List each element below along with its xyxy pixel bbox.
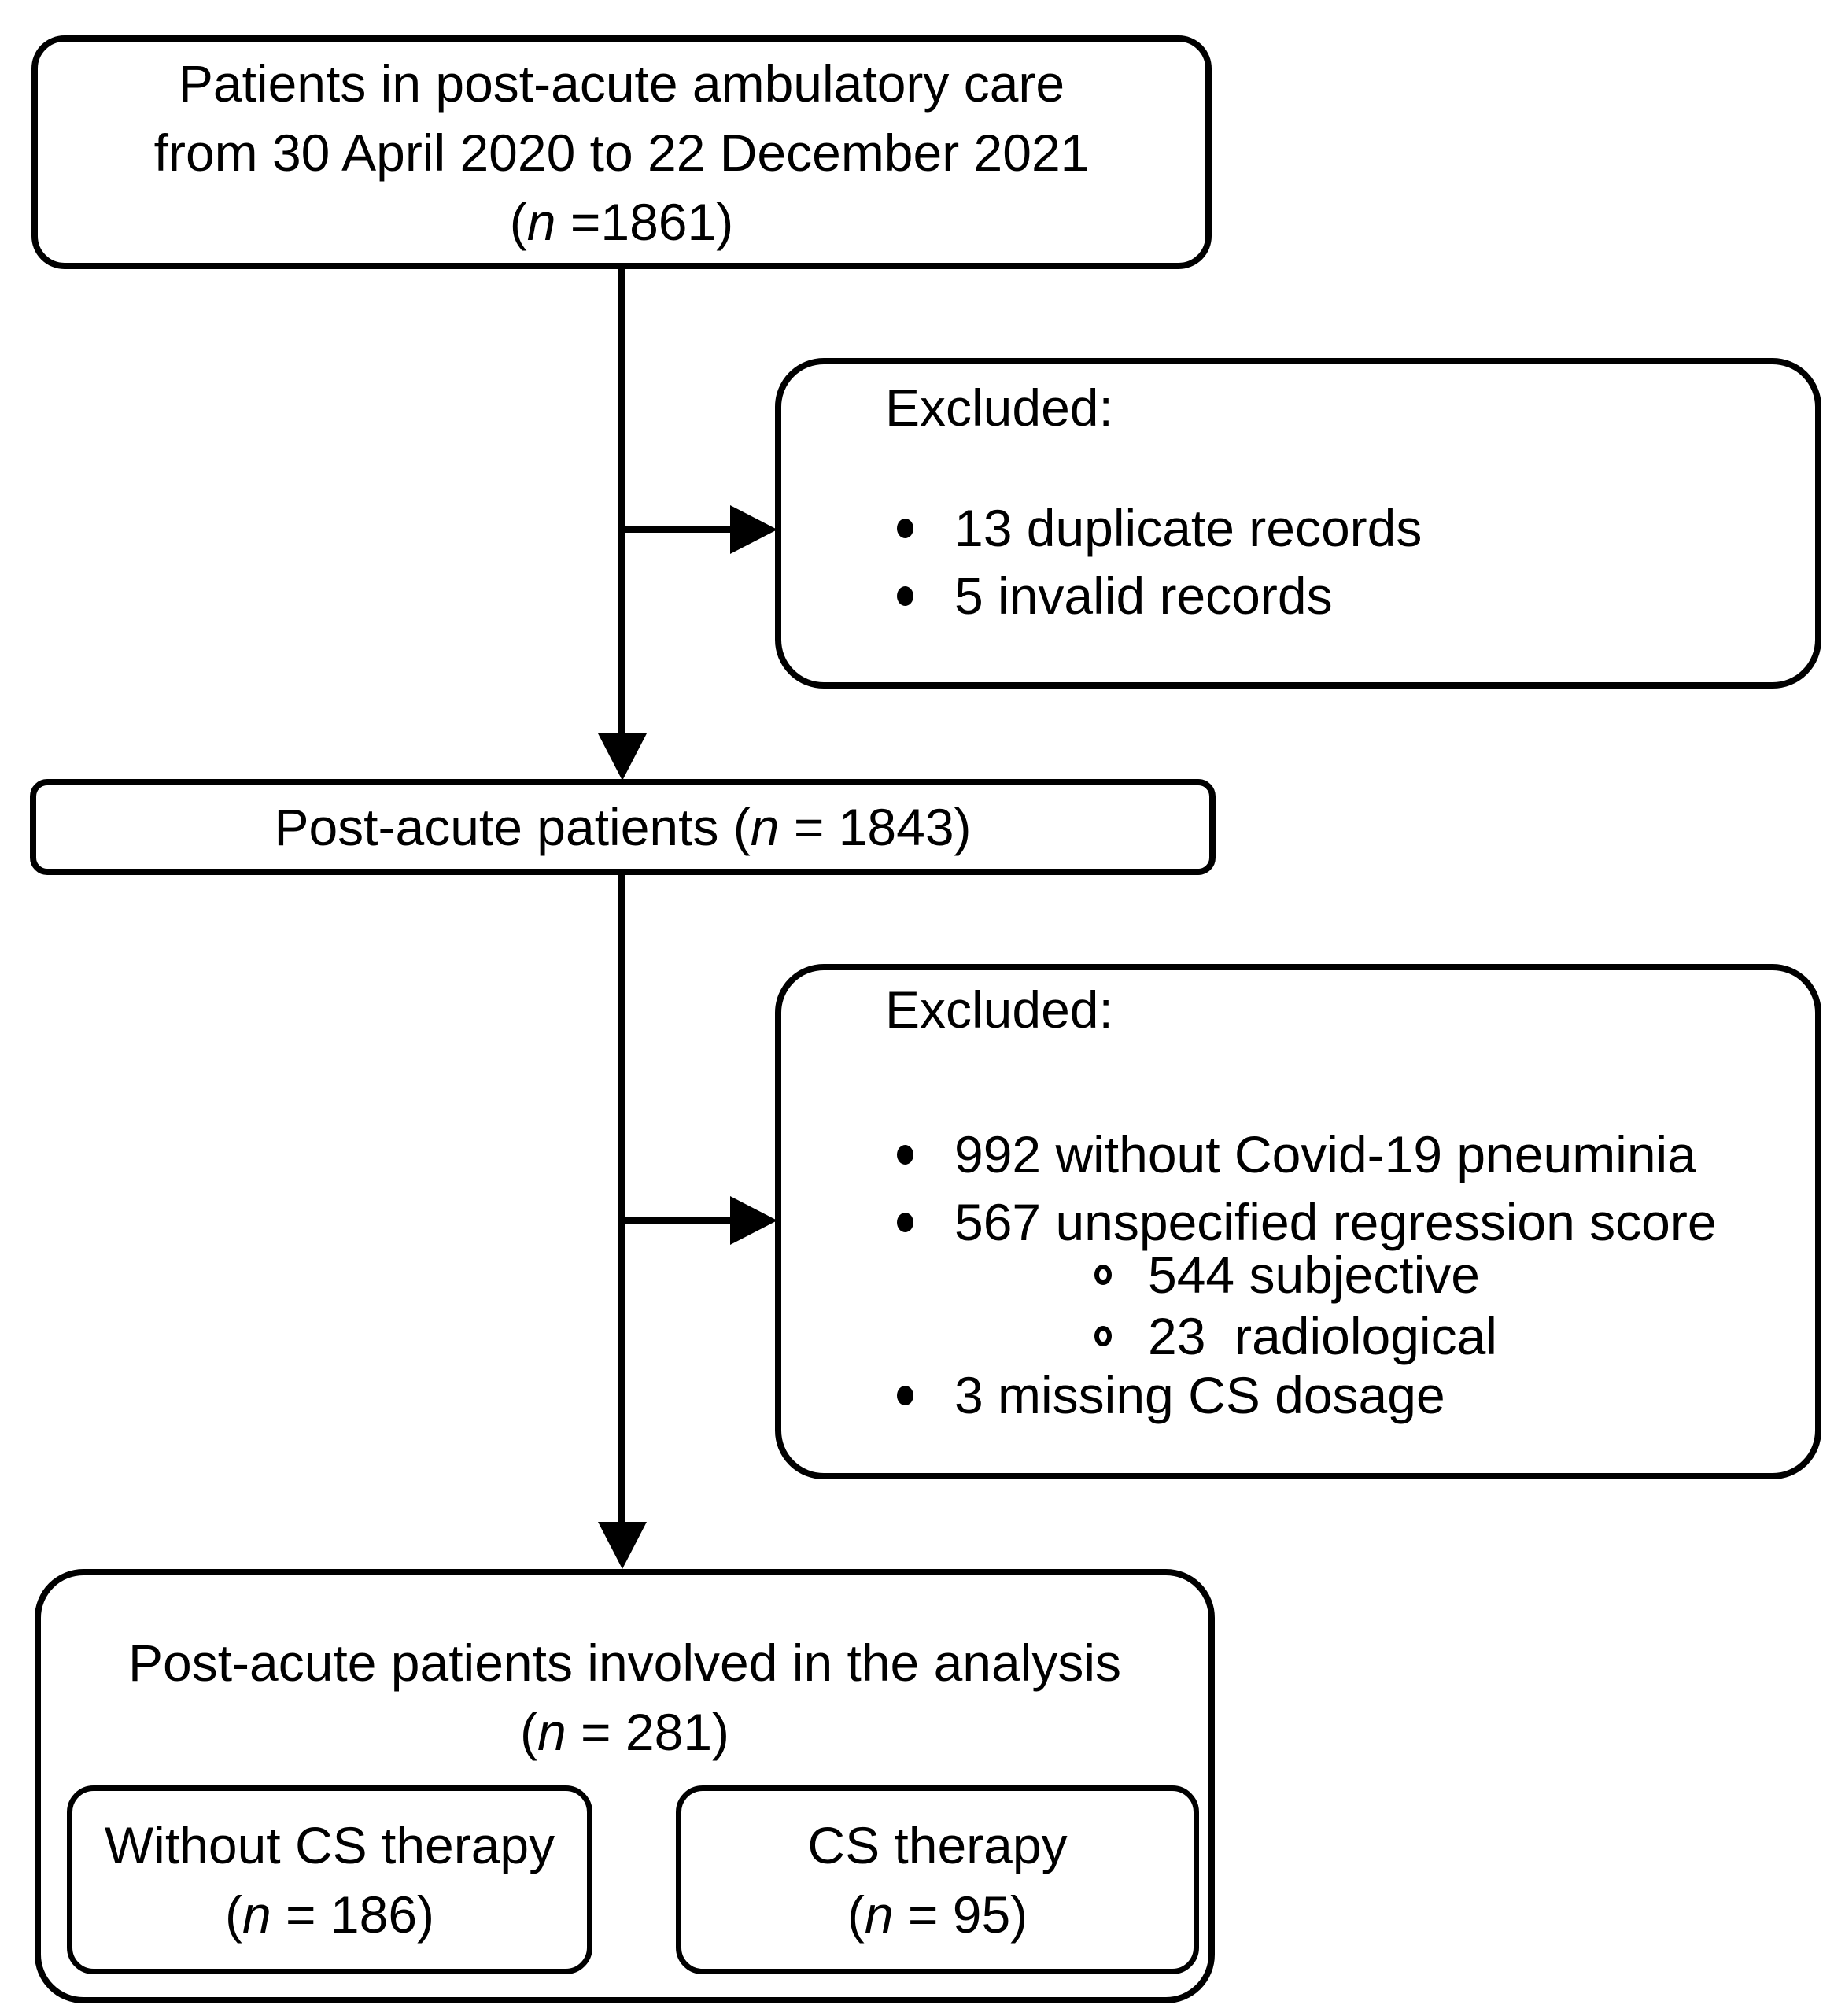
exclusion-2-title-row: Excluded:: [885, 975, 1113, 1044]
cs-therapy-label: CS therapy: [807, 1816, 1068, 1874]
post-acute-patients-label: Post-acute patients: [274, 798, 733, 856]
exclusion-1-item-text: 13 duplicate records: [954, 499, 1422, 557]
exclusion-2-item-text: 3 missing CS dosage: [954, 1366, 1445, 1424]
post-acute-patients-count: (n = 1843): [733, 792, 972, 862]
count-value: = 281): [566, 1703, 730, 1761]
analysis-count-row: (n = 281): [41, 1697, 1208, 1767]
connector-middle-to-final: [618, 873, 625, 1523]
exclusion-1-item-row: 13 duplicate records: [897, 493, 1422, 563]
analysis-title-row: Post-acute patients involved in the anal…: [41, 1628, 1208, 1697]
connector-top-to-middle: [618, 268, 625, 737]
exclusion-1-item-row: 5 invalid records: [897, 561, 1333, 630]
enrollment-count: (n =1861): [510, 187, 733, 257]
exclusion-2-subitem-row: 23 radiological: [1094, 1302, 1497, 1371]
exclusion-1-title-row: Excluded:: [885, 373, 1113, 442]
arrowhead-down-icon: [598, 733, 647, 781]
cs-therapy-box: CS therapy (n = 95): [676, 1785, 1199, 1974]
exclusion-box-2: Excluded: 992 without Covid-19 pneuminia…: [775, 964, 1821, 1479]
count-open-paren: (: [224, 1885, 242, 1944]
enrollment-line2: from 30 April 2020 to 22 December 2021: [153, 123, 1090, 182]
without-cs-therapy-count: (n = 186): [225, 1880, 434, 1949]
exclusion-2-subitem-row: 544 subjective: [1094, 1240, 1480, 1309]
branch-line-exclusion-1: [622, 526, 733, 533]
exclusion-2-item-row: 992 without Covid-19 pneuminia: [897, 1120, 1696, 1189]
exclusion-2-item-row: 3 missing CS dosage: [897, 1361, 1445, 1430]
exclusion-2-title: Excluded:: [885, 980, 1113, 1039]
analysis-title: Post-acute patients involved in the anal…: [127, 1634, 1122, 1692]
count-n-symbol: n: [526, 192, 556, 251]
bullet-circle-icon: [1094, 1326, 1112, 1346]
enrollment-box: Patients in post-acute ambulatory care f…: [31, 35, 1212, 269]
count-open-paren: (: [847, 1885, 865, 1944]
branch-line-exclusion-2: [622, 1217, 733, 1224]
count-value: =1861): [555, 192, 734, 251]
count-value: = 95): [893, 1885, 1028, 1944]
bullet-circle-icon: [1094, 1265, 1112, 1285]
bullet-dot-icon: [897, 1212, 913, 1232]
bullet-dot-icon: [897, 585, 913, 606]
count-value: = 186): [271, 1885, 435, 1944]
count-open-paren: (: [732, 798, 751, 856]
count-n-symbol: n: [750, 798, 780, 856]
arrowhead-right-icon: [730, 505, 777, 554]
bullet-dot-icon: [897, 1385, 913, 1405]
exclusion-1-title: Excluded:: [885, 378, 1113, 437]
exclusion-2-subitem-text: 544 subjective: [1148, 1246, 1480, 1304]
count-n-symbol: n: [242, 1885, 271, 1944]
exclusion-1-item-text: 5 invalid records: [954, 567, 1333, 625]
exclusion-2-item-text: 992 without Covid-19 pneuminia: [954, 1125, 1696, 1183]
without-cs-therapy-box: Without CS therapy (n = 186): [67, 1785, 592, 1974]
post-acute-patients-box: Post-acute patients (n = 1843): [30, 779, 1216, 875]
count-open-paren: (: [509, 192, 527, 251]
count-n-symbol: n: [537, 1703, 566, 1761]
bullet-dot-icon: [897, 518, 913, 538]
without-cs-therapy-label: Without CS therapy: [104, 1816, 555, 1874]
arrowhead-right-icon: [730, 1196, 777, 1245]
count-open-paren: (: [519, 1703, 537, 1761]
exclusion-box-1: Excluded: 13 duplicate records 5 invalid…: [775, 358, 1821, 689]
bullet-dot-icon: [897, 1144, 913, 1165]
exclusion-2-subitem-text: 23 radiological: [1148, 1307, 1497, 1365]
analysis-box: Post-acute patients involved in the anal…: [35, 1569, 1215, 2003]
exclusion-2-item-row: 567 unspecified regression score: [897, 1187, 1717, 1257]
exclusion-2-item-text: 567 unspecified regression score: [954, 1193, 1717, 1251]
count-n-symbol: n: [864, 1885, 894, 1944]
count-value: = 1843): [779, 798, 972, 856]
arrowhead-down-icon: [598, 1522, 647, 1569]
enrollment-line1: Patients in post-acute ambulatory care: [178, 54, 1065, 113]
cs-therapy-count: (n = 95): [847, 1880, 1028, 1949]
